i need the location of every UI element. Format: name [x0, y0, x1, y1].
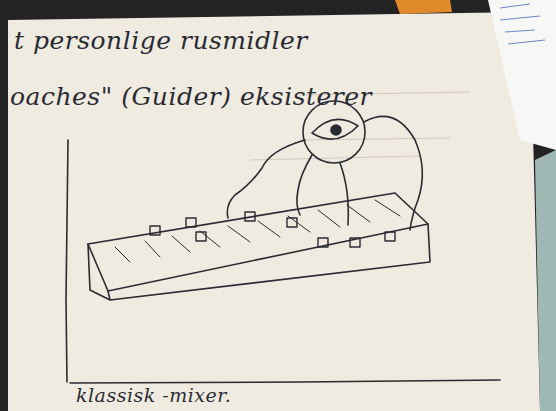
handwritten-note: klassisk -mixer.	[76, 384, 231, 406]
handwritten-note: oaches" (Guider) eksisterer	[10, 82, 372, 111]
mixer-body	[88, 224, 430, 300]
x-axis	[70, 380, 500, 383]
y-axis	[66, 140, 68, 382]
fader-tracks	[115, 200, 400, 262]
notebook-page	[8, 12, 540, 411]
arm	[297, 155, 312, 215]
arm	[340, 163, 348, 225]
eye	[312, 119, 358, 139]
handwritten-note: t personlige rusmidler	[14, 26, 308, 55]
pupil	[331, 125, 341, 135]
arm	[227, 140, 305, 218]
fader-knobs	[150, 212, 395, 247]
sticky-note	[488, 0, 556, 150]
mixer-top	[88, 193, 428, 291]
arm	[364, 116, 422, 230]
note-scribbles	[500, 4, 545, 44]
orange-strap	[395, 0, 452, 14]
pencil-sketch	[66, 101, 500, 383]
